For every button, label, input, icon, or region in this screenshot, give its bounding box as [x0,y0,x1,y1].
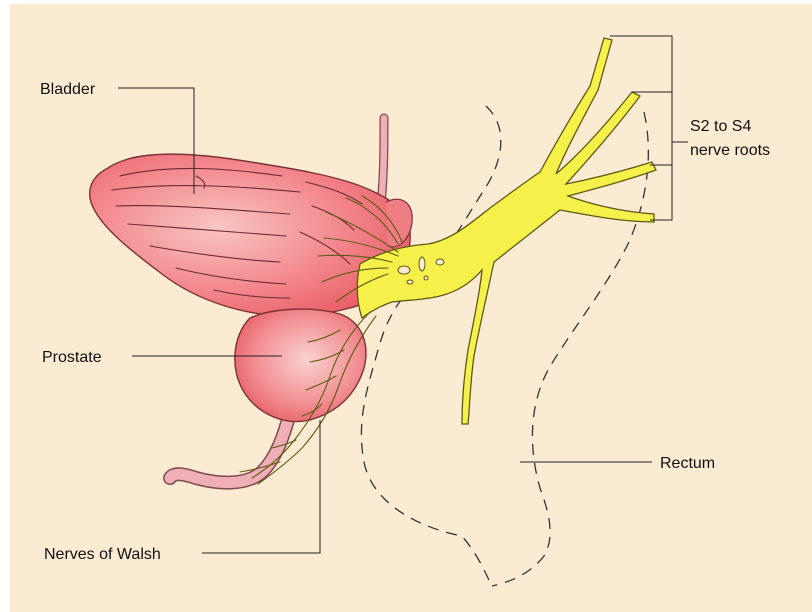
label-prostate: Prostate [42,349,102,366]
label-rectum: Rectum [660,455,715,472]
label-nerve-roots: nerve roots [690,142,770,159]
scan-margin-top [0,0,812,4]
scan-margin-left [0,0,10,612]
label-s2-to-s4: S2 to S4 [690,118,751,135]
label-bladder: Bladder [40,81,96,98]
label-nerves-of-walsh: Nerves of Walsh [44,546,161,563]
